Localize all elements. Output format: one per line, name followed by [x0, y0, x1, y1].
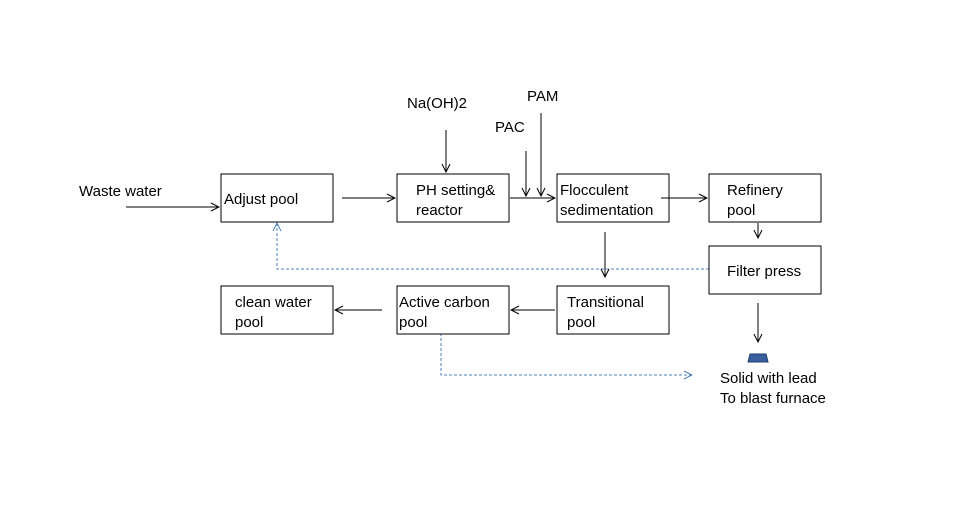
refinery-pool-box [708, 173, 822, 223]
transitional-label-1: Transitional [567, 294, 644, 311]
filter-press-box [708, 245, 822, 295]
active-carbon-box [396, 285, 510, 335]
naoh-label: Na(OH)2 [407, 95, 467, 112]
solid-cake-icon [747, 353, 769, 363]
filter-press-label: Filter press [727, 263, 801, 280]
pac-label: PAC [495, 119, 525, 136]
adjust-pool-label: Adjust pool [224, 191, 298, 208]
solid-output-label-2: To blast furnace [720, 390, 826, 407]
active-carbon-label-2: pool [399, 314, 427, 331]
flocculent-label-2: sedimentation [560, 202, 653, 219]
transitional-label-2: pool [567, 314, 595, 331]
pam-label: PAM [527, 88, 558, 105]
waste-water-label: Waste water [79, 183, 162, 200]
clean-water-box [220, 285, 334, 335]
flocculent-label-1: Flocculent [560, 182, 629, 199]
flocculent-box [556, 173, 670, 223]
solid-output-label-1: Solid with lead [720, 370, 817, 387]
active-carbon-label-1: Active carbon [399, 294, 490, 311]
ph-reactor-label-1: PH setting& [416, 182, 495, 199]
refinery-label-2: pool [727, 202, 755, 219]
filter-return-dashed-arrow [277, 223, 709, 270]
transitional-pool-box [556, 285, 670, 335]
clean-water-label-1: clean water [235, 294, 312, 311]
adjust-pool-box [220, 173, 334, 223]
refinery-label-1: Refinery [727, 182, 783, 199]
carbon-to-solid-dashed-arrow [440, 333, 692, 375]
ph-reactor-label-2: reactor [416, 202, 463, 219]
clean-water-label-2: pool [235, 314, 263, 331]
ph-reactor-box [396, 173, 510, 223]
